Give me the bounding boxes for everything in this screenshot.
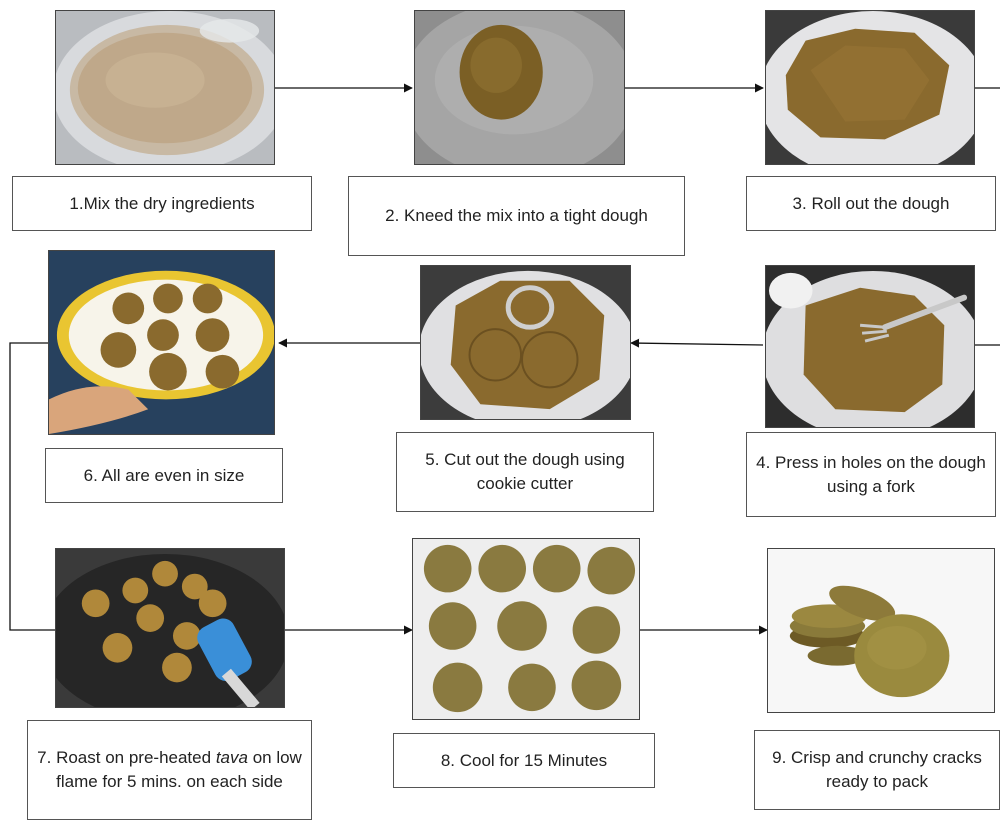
step-8-caption-text: 8. Cool for 15 Minutes: [441, 749, 607, 773]
step-7-photo: [55, 548, 285, 708]
step-5-caption-text: 5. Cut out the dough using cookie cutter: [405, 448, 645, 496]
step-3-caption: 3. Roll out the dough: [746, 176, 996, 231]
step-1-caption-text: 1.Mix the dry ingredients: [69, 192, 254, 216]
step-9-caption-text: 9. Crisp and crunchy cracks ready to pac…: [763, 746, 991, 794]
step-7-caption-text: 7. Roast on pre-heated tava on low flame…: [36, 746, 303, 794]
step-8-caption: 8. Cool for 15 Minutes: [393, 733, 655, 788]
step-7-caption-part-1: 7. Roast on pre-heated: [37, 748, 211, 767]
step-1-photo: [55, 10, 275, 165]
step-2-photo: [414, 10, 625, 165]
step-3-caption-text: 3. Roll out the dough: [793, 192, 950, 216]
step-4-caption: 4. Press in holes on the dough using a f…: [746, 432, 996, 517]
step-5-photo: [420, 265, 631, 420]
step-9-caption: 9. Crisp and crunchy cracks ready to pac…: [754, 730, 1000, 810]
step-8-photo: [412, 538, 640, 720]
step-7-caption: 7. Roast on pre-heated tava on low flame…: [27, 720, 312, 820]
step-4-photo: [765, 265, 975, 428]
arrow-4-to-5: [631, 343, 763, 345]
step-6-caption: 6. All are even in size: [45, 448, 283, 503]
step-7-caption-italic: tava: [216, 748, 248, 767]
step-9-photo: [767, 548, 995, 713]
step-6-caption-text: 6. All are even in size: [84, 464, 245, 488]
step-2-caption-text: 2. Kneed the mix into a tight dough: [385, 204, 648, 228]
step-6-photo: [48, 250, 275, 435]
step-3-photo: [765, 10, 975, 165]
step-5-caption: 5. Cut out the dough using cookie cutter: [396, 432, 654, 512]
step-1-caption: 1.Mix the dry ingredients: [12, 176, 312, 231]
step-2-caption: 2. Kneed the mix into a tight dough: [348, 176, 685, 256]
step-4-caption-text: 4. Press in holes on the dough using a f…: [755, 451, 987, 499]
